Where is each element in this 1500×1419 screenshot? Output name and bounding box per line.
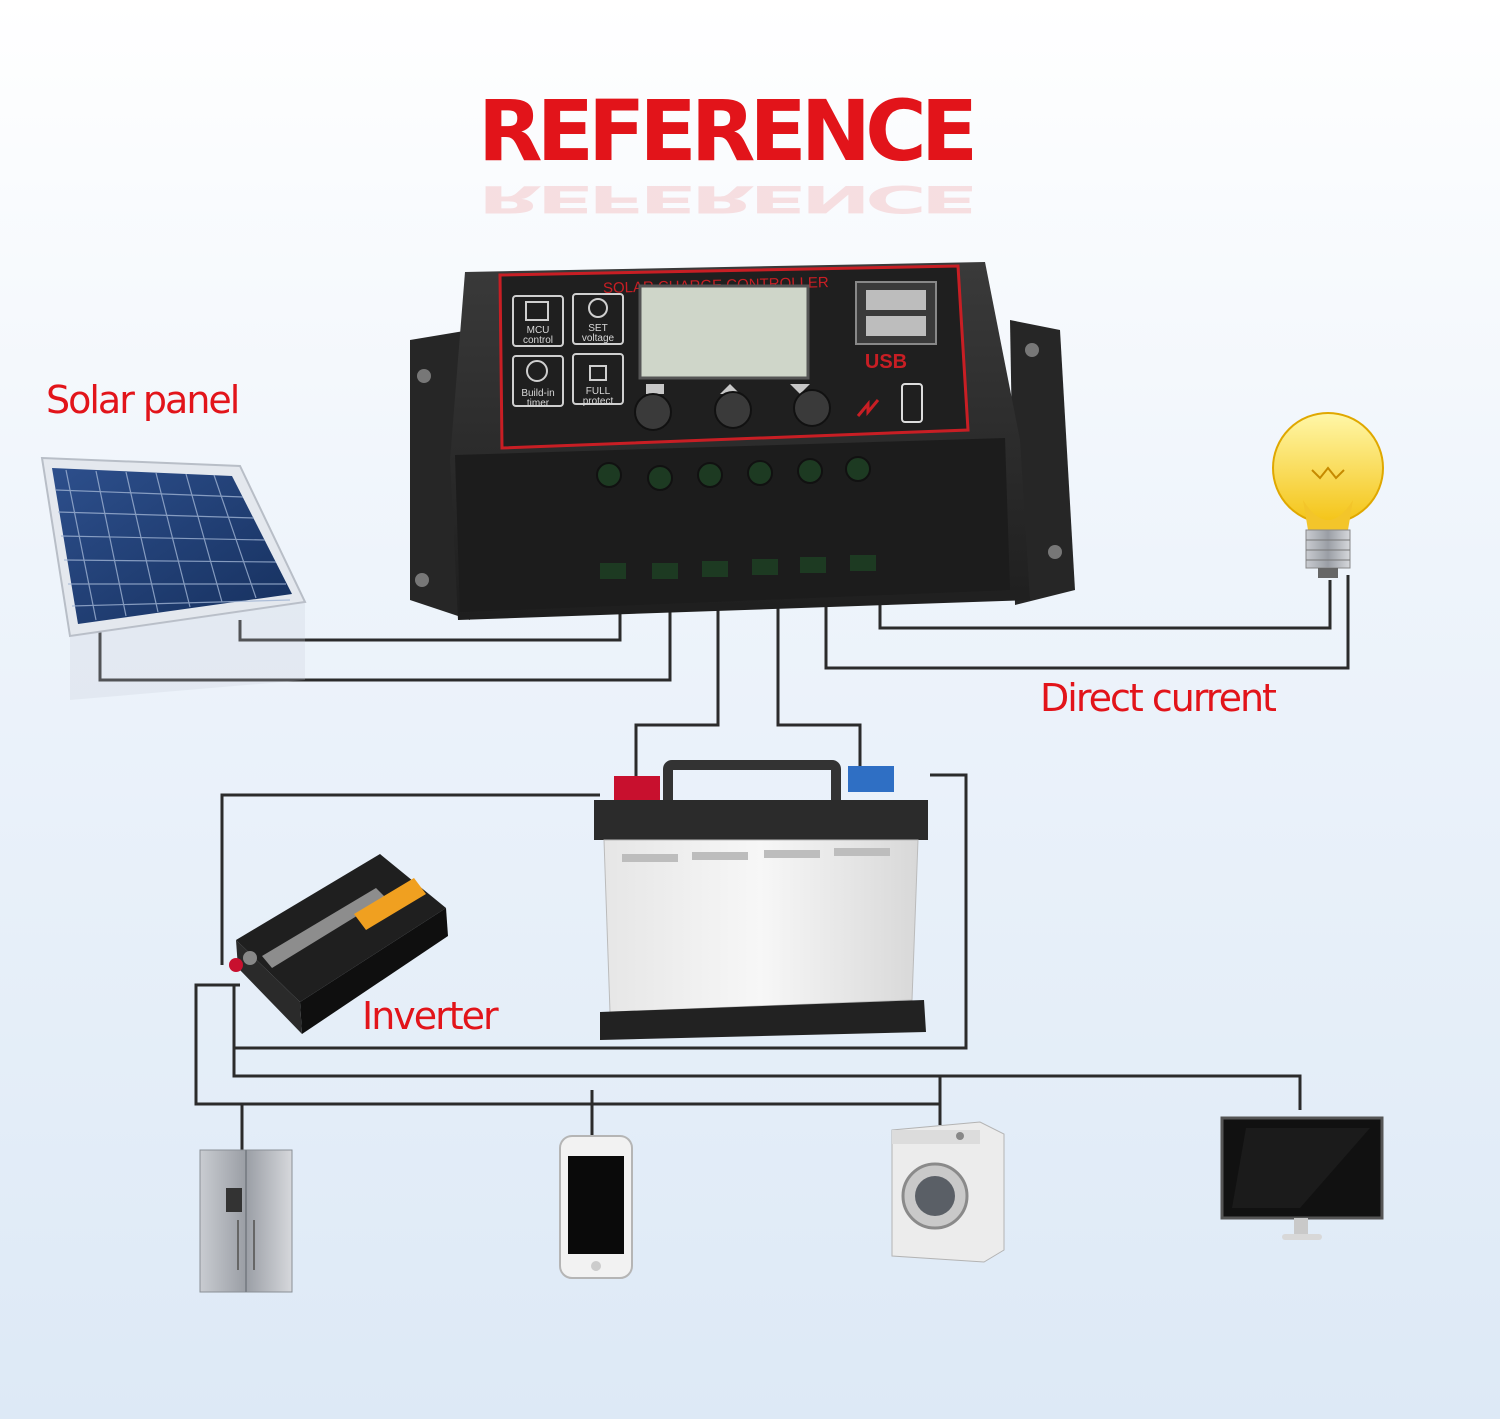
- feature-timer-line1: Build-in: [521, 388, 554, 399]
- up-button: [714, 391, 752, 429]
- feature-mcu-line2: control: [523, 335, 553, 346]
- direct-current-label: Direct current: [1040, 676, 1277, 720]
- wire-battery-positive: [634, 575, 720, 776]
- lightning-icon: [856, 399, 880, 417]
- phone-charge-icon: [901, 383, 923, 423]
- wire-battery-right-loop: [232, 773, 968, 1050]
- terminal-sockets: [600, 555, 876, 579]
- solar-panel-icon: [40, 456, 307, 700]
- feature-protect-line2: protect: [583, 396, 614, 407]
- lock-icon: [589, 365, 607, 381]
- usb-port-1: [866, 290, 926, 310]
- smartphone-icon: [559, 1135, 633, 1279]
- feature-icons: [512, 293, 624, 407]
- clock-icon: [526, 360, 548, 382]
- feature-set-line2: voltage: [582, 333, 615, 344]
- feature-set-line1: SET: [588, 323, 607, 334]
- lcd-screen: [638, 284, 810, 380]
- refrigerator-icon: [199, 1149, 293, 1293]
- battery-positive-terminal: [614, 776, 660, 802]
- feature-mcu-line1: MCU: [527, 325, 550, 336]
- feature-timer-line2: timer: [527, 398, 550, 409]
- down-button: [793, 389, 831, 427]
- gear-icon: [588, 298, 608, 318]
- page-title: REFERENCE: [477, 82, 978, 180]
- inverter-label: Inverter: [362, 994, 499, 1038]
- inverter-icon: [229, 854, 448, 1034]
- wire-load-negative: [878, 580, 1332, 630]
- chip-icon: [525, 301, 549, 321]
- wire-load-positive: [824, 575, 1350, 670]
- wire-battery-to-inverter-left: [220, 793, 600, 965]
- terminal-screws: [596, 456, 871, 491]
- washing-machine-icon: [891, 1121, 1005, 1263]
- usb-label: USB: [865, 351, 907, 373]
- charge-controller: SOLAR CHARGE CONTROLLER MCU control SET …: [410, 262, 1075, 620]
- battery-icon: [594, 760, 928, 1040]
- wire-inverter-bus-bottom: [194, 983, 940, 1106]
- monitor-icon: [1220, 1116, 1384, 1240]
- light-bulb-icon: [1272, 412, 1384, 578]
- menu-button: [634, 393, 672, 431]
- wires: [98, 575, 1350, 1150]
- wire-battery-negative: [776, 575, 862, 768]
- battery-negative-terminal: [848, 766, 894, 792]
- wire-solar-negative: [98, 575, 672, 682]
- usb-port-2: [866, 316, 926, 336]
- solar-panel-label: Solar panel: [46, 378, 240, 422]
- feature-protect-line1: FULL: [586, 386, 611, 397]
- wire-inverter-bus-top: [232, 1048, 1302, 1105]
